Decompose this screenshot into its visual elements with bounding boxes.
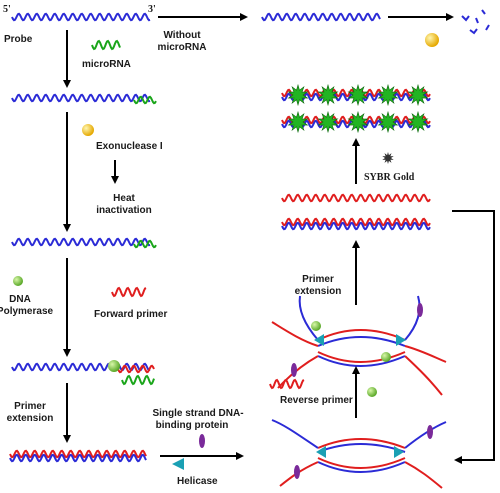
probe-strand-row4 <box>11 362 151 372</box>
dsdna-bottom-row5 <box>9 453 147 463</box>
ssb-protein-markers <box>291 303 433 479</box>
dna-label-1: DNA <box>9 294 31 305</box>
cycle-loop-arrow <box>452 210 495 464</box>
probe-strand <box>11 12 151 22</box>
sybr-star <box>377 83 399 107</box>
green-sphere-icon-dna-pol <box>13 276 23 286</box>
without-label-1: Without <box>163 30 201 41</box>
sybr-star <box>347 110 369 134</box>
forward-primer-strand <box>111 286 147 298</box>
dsdna-top-row5 <box>9 449 147 459</box>
microrna-label: microRNA <box>82 59 131 70</box>
five-prime-label: 5' <box>3 4 11 15</box>
green-sphere-icon-reverse <box>367 387 377 397</box>
polymerase-sphere-upper-left <box>311 321 321 331</box>
dna-label-2: Polymerase <box>0 306 54 317</box>
probe-strand-row3 <box>11 237 151 247</box>
sybr-star <box>287 83 309 107</box>
sybr-star <box>407 110 429 134</box>
helicase-markers <box>314 334 406 458</box>
sybr-star <box>287 110 309 134</box>
forward-primer-label: Forward primer <box>94 309 167 320</box>
green-sphere-icon-row4 <box>108 360 120 372</box>
cyan-triangle-icon <box>172 458 184 470</box>
sybr-star <box>377 110 399 134</box>
primer-ext-left-2: extension <box>7 413 54 424</box>
ds-mid2-red <box>281 217 431 227</box>
without-label-2: microRNA <box>158 42 207 53</box>
sybr-star <box>407 83 429 107</box>
polymerase-sphere-upper-right <box>381 352 391 362</box>
reverse-primer-strand <box>269 378 305 390</box>
heat-label-1: Heat <box>113 193 135 204</box>
ds-mid1-red <box>281 193 431 203</box>
exonuclease-label: Exonuclease I <box>96 141 163 152</box>
heat-label-2: inactivation <box>96 205 152 216</box>
microrna-bound-row3 <box>133 239 157 249</box>
yellow-sphere-icon-exo <box>82 124 94 136</box>
ssb-label-1: Single strand DNA- <box>152 408 243 419</box>
primer-ext-right-1: Primer <box>302 274 334 285</box>
sybr-gold-label: SYBR Gold <box>364 172 415 183</box>
degraded-fragments <box>461 9 490 35</box>
ssb-label-2: binding protein <box>156 420 229 431</box>
sybr-gold-stars <box>287 83 429 134</box>
probe-strand-right <box>261 12 381 22</box>
ds-mid2-blue <box>281 221 431 231</box>
yellow-sphere-icon <box>425 33 439 47</box>
helicase-label: Helicase <box>177 476 218 487</box>
probe-strand-row2 <box>11 93 151 103</box>
primer-ext-left-1: Primer <box>14 401 46 412</box>
sybr-star <box>317 110 339 134</box>
microrna-bound-row2 <box>133 95 157 105</box>
microrna-strand <box>91 39 121 51</box>
three-prime-label: 3' <box>148 4 156 15</box>
dark-star-icon <box>382 152 394 164</box>
unwinding-complex-upper <box>271 295 447 396</box>
primer-ext-right-2: extension <box>295 286 342 297</box>
sybr-star <box>347 83 369 107</box>
reverse-primer-label: Reverse primer <box>280 395 353 406</box>
purple-oval-icon <box>199 434 205 448</box>
released-microrna <box>121 374 155 386</box>
probe-label: Probe <box>4 34 33 45</box>
sybr-star <box>317 83 339 107</box>
primer-bound-row4 <box>117 364 155 374</box>
